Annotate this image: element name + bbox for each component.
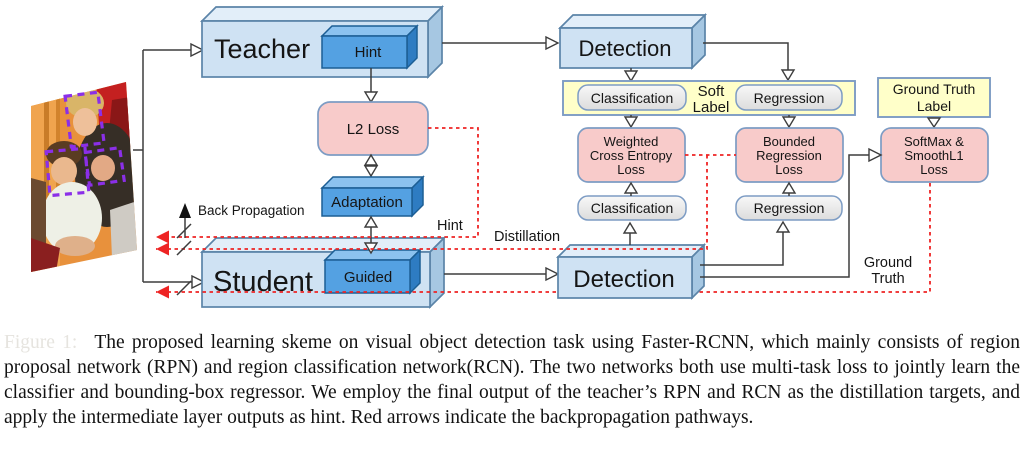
arrow-input-to-teacher xyxy=(190,42,205,58)
ground-truth-label-text: Ground Truth xyxy=(893,81,976,97)
l2-loss-box: L2 Loss xyxy=(317,101,429,156)
ground-truth-label-box: Ground Truth Label xyxy=(877,77,991,118)
bounded-regression-loss-box: Bounded Regression Loss xyxy=(735,127,844,183)
hint-backprop-path xyxy=(156,127,479,244)
loss-text: Bounded xyxy=(763,134,815,149)
ground-truth-path-label: Ground xyxy=(864,255,912,271)
red-arrowhead xyxy=(156,285,169,299)
hint-layer-box: Hint xyxy=(320,24,419,70)
ground-truth-path-label: Truth xyxy=(871,271,904,287)
regression-student-label: Regression xyxy=(754,200,825,216)
classification-student-label: Classification xyxy=(591,200,673,216)
loss-text: Loss xyxy=(617,162,645,177)
adaptation-label: Adaptation xyxy=(331,194,403,211)
distillation-path-label: Distillation xyxy=(494,229,560,245)
distillation-diagram: Teacher Hint L2 Loss Adaptation Student xyxy=(31,4,991,310)
back-propagation-label: Back Propagation xyxy=(198,203,305,218)
figure-caption: Figure 1:The proposed learning skeme on … xyxy=(0,322,1024,430)
photo-mother-face xyxy=(73,108,97,136)
loss-text: Loss xyxy=(775,162,803,177)
red-arrowhead xyxy=(156,230,169,244)
arrow-gtlabel-to-loss xyxy=(926,117,942,129)
arrow-reg-to-loss xyxy=(781,181,797,194)
arrow-cls-to-loss xyxy=(623,181,639,194)
arrow-student-to-detection xyxy=(545,266,560,282)
back-propagation-arrow xyxy=(179,203,191,238)
l2-loss-label: L2 Loss xyxy=(347,121,400,138)
detection-teacher-label: Detection xyxy=(579,36,672,61)
line-sdetection-to-reg xyxy=(700,232,784,266)
photo-hands xyxy=(55,236,95,256)
arrow-softcls-to-loss xyxy=(623,116,639,129)
guided-layer-box: Guided xyxy=(323,248,422,295)
input-image xyxy=(31,82,137,272)
loss-text: SoftMax & xyxy=(904,134,964,149)
arrow-sdetection-to-reg xyxy=(775,220,791,233)
adaptation-box: Adaptation xyxy=(320,175,425,218)
regression-soft-label: Regression xyxy=(754,90,825,106)
arrow-teacher-to-detection xyxy=(545,35,560,51)
line-sdetection-to-softmax xyxy=(700,154,869,278)
loss-text: Loss xyxy=(920,162,948,177)
detection-student-label: Detection xyxy=(573,266,674,293)
detection-teacher-box: Detection xyxy=(557,12,708,71)
student-label: Student xyxy=(213,266,313,298)
face-bounding-box xyxy=(44,146,91,198)
hint-layer-label: Hint xyxy=(355,44,383,61)
guided-layer-label: Guided xyxy=(344,269,392,286)
classification-student-box: Classification xyxy=(577,195,687,221)
arrow-detection-to-softreg xyxy=(780,69,796,82)
regression-soft-box xyxy=(735,84,843,111)
student-box: Student Guided xyxy=(199,235,447,310)
classification-soft-box xyxy=(577,84,687,111)
hint-path-label: Hint xyxy=(437,218,463,234)
face-bounding-box xyxy=(83,145,126,188)
arrow-softreg-to-loss xyxy=(781,116,797,129)
distillation-backprop-path xyxy=(156,154,736,256)
arrow-detection-to-softcls xyxy=(623,70,639,83)
line-detection-to-softreg xyxy=(703,42,789,70)
red-arrowhead xyxy=(156,242,169,256)
photo-baby-face xyxy=(91,155,115,181)
softmax-smoothl1-loss-box: SoftMax & SmoothL1 Loss xyxy=(880,127,989,183)
loss-text: SmoothL1 xyxy=(904,148,963,163)
arrow-hint-to-l2 xyxy=(363,91,379,104)
soft-label-text: Label xyxy=(693,99,730,116)
input-connector-line xyxy=(133,42,206,290)
ground-truth-label-text: Label xyxy=(917,98,951,114)
soft-label-text: Soft xyxy=(698,83,726,100)
classification-soft-label: Classification xyxy=(591,90,673,106)
teacher-box: Teacher Hint xyxy=(199,4,445,80)
figure-label: Figure 1: xyxy=(4,332,78,353)
photo-blonde-hair xyxy=(66,88,104,118)
regression-student-box: Regression xyxy=(735,195,843,221)
arrow-input-to-student xyxy=(191,274,206,290)
line-break-marks xyxy=(176,223,192,296)
face-bounding-box xyxy=(63,90,106,149)
detection-student-box: Detection xyxy=(555,242,707,301)
ground-truth-backprop-path xyxy=(156,183,931,299)
figure-caption-text: The proposed learning skeme on visual ob… xyxy=(4,332,1020,428)
loss-text: Cross Entropy xyxy=(590,148,673,163)
photo-white-sweater xyxy=(42,182,102,254)
photo-child-face xyxy=(51,157,77,185)
arrow-sdetection-to-softmax xyxy=(868,147,883,163)
loss-text: Weighted xyxy=(604,134,659,149)
loss-text: Regression xyxy=(756,148,822,163)
weighted-cross-entropy-loss-box: Weighted Cross Entropy Loss xyxy=(577,127,686,183)
arrow-adaptation-guided xyxy=(363,215,379,255)
soft-label-group: Classification Soft Label Regression xyxy=(562,80,856,116)
arrow-sdetection-to-cls xyxy=(622,221,638,234)
teacher-label: Teacher xyxy=(214,34,310,64)
